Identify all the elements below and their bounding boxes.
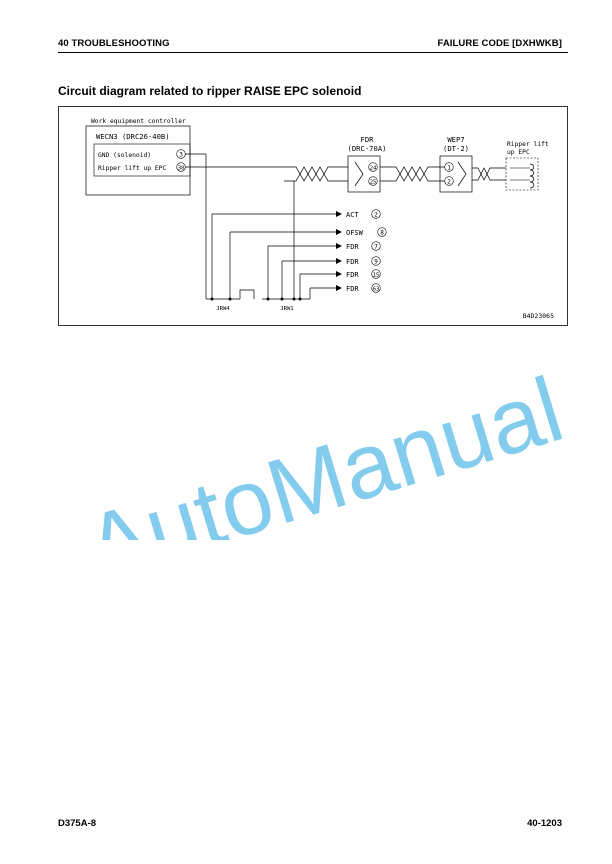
twisted-wire-a1 [284,166,348,182]
automanual-watermark: AutoManual [74,358,573,540]
footer-page-number: 40-1203 [527,818,562,829]
pin-number-38: 38 [178,165,185,171]
fdr-type: (DRC-70A) [348,144,387,153]
dest-name-4: FDR [346,271,359,279]
fdr-connector-box [347,155,381,193]
wep-connector-box [439,155,473,193]
failure-code-header: FAILURE CODE [DXHWKB] [437,38,562,49]
dest-name-3: FDR [346,258,359,266]
wep-connector-chevron [457,161,467,187]
pin-name-gnd: GND (solenoid) [98,152,151,159]
wep-pin-2: 2 [447,178,451,185]
joint-right-label: JRW1 [280,306,293,312]
dest-name-0: ACT [346,211,359,219]
joint-left-label: JRW4 [216,306,230,312]
fdr-pin-24: 24 [370,165,377,171]
solenoid-label-line1: Ripper lift [507,141,549,148]
watermark-text: AutoManual [74,358,573,540]
dest-name-1: OFSW [346,229,364,237]
section-header: 40 TROUBLESHOOTING [58,38,170,49]
dest-name-5: FDR [346,285,359,293]
wep-name: WEP7 [447,135,464,144]
wep-type: (DT-2) [443,144,469,153]
dest-pin-3: 9 [374,258,378,265]
figure-id: B4D23065 [523,312,554,320]
pin-name-ripper: Ripper lift up EPC [98,165,166,172]
solenoid-box [505,157,539,191]
twisted-wire-b2 [380,166,445,182]
dest-pin-4: 15 [373,272,380,278]
twisted-wire-a2 [284,166,348,182]
solenoid-label-line2: up EPC [507,149,530,156]
header-rule [58,52,568,53]
fdr-pin-circle-25 [368,176,378,186]
twisted-wire-b1 [380,166,445,182]
fdr-pin-circle-24 [368,162,378,172]
controller-label: Work equipment controller [91,118,186,125]
controller-connector-box [93,143,191,177]
solenoid-coil-icon [529,163,535,189]
pin-number-3: 3 [179,151,183,158]
footer-model: D375A-8 [58,818,97,829]
dest-pin-1: 8 [380,229,384,236]
controller-connector: WECN3 (DRC26-40B) [96,132,170,141]
dest-pin-2: 7 [374,243,378,250]
page-title: Circuit diagram related to ripper RAISE … [58,84,362,98]
fdr-pin-25: 25 [370,179,377,185]
dest-pin-5: 63 [373,286,380,292]
circuit-diagram: Work equipment controller WECN3 (DRC26-4… [58,106,568,326]
dest-pin-0: 2 [374,211,378,218]
fdr-name: FDR [361,135,375,144]
fdr-connector-chevron [354,161,364,187]
dest-name-2: FDR [346,243,359,251]
diagram-frame [58,106,568,326]
wep-pin-1: 1 [447,164,451,171]
